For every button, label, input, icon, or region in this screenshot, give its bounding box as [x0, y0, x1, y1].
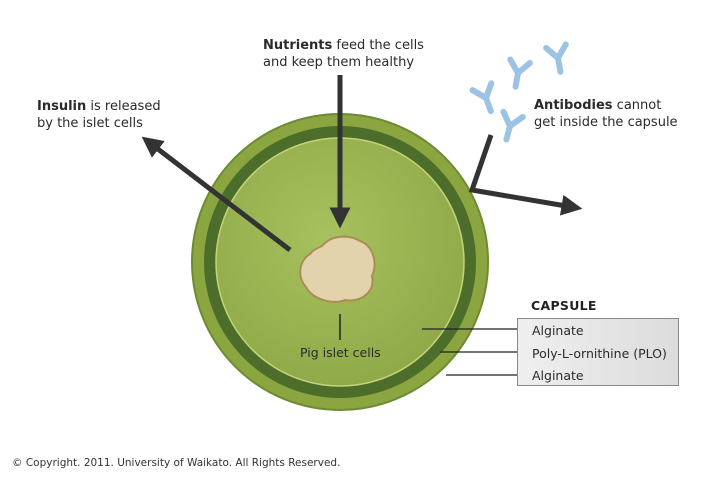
antibody-icon	[543, 41, 569, 75]
antibody-icon	[500, 108, 526, 143]
capsule-legend-box: Alginate Poly-L-ornithine (PLO) Alginate	[517, 318, 679, 386]
antibodies-label: Antibodies cannot get inside the capsule	[534, 97, 678, 131]
islet-cell-cluster	[299, 235, 376, 303]
antibody-icon	[469, 80, 495, 115]
insulin-label-bold: Insulin	[37, 99, 87, 114]
antibodies-label-bold: Antibodies	[534, 98, 613, 113]
nutrients-label-line2: and keep them healthy	[263, 55, 415, 70]
insulin-label: Insulin is released by the islet cells	[37, 98, 161, 132]
antibodies-label-rest: cannot	[612, 98, 662, 113]
antibody-icon	[507, 56, 533, 90]
antibodies-label-line2: get inside the capsule	[534, 115, 678, 130]
antibodies-deflect-arrow	[468, 134, 583, 216]
insulin-label-line2: by the islet cells	[37, 116, 143, 131]
insulin-label-rest: is released	[86, 99, 161, 114]
islet-label: Pig islet cells	[300, 345, 381, 360]
capsule-legend-title: CAPSULE	[531, 298, 597, 313]
legend-item-alginate-inner: Alginate	[532, 323, 584, 338]
nutrients-label: Nutrients feed the cells and keep them h…	[263, 37, 424, 71]
insulin-arrow	[141, 136, 292, 252]
copyright-notice: © Copyright. 2011. University of Waikato…	[12, 457, 341, 469]
nutrients-label-rest: feed the cells	[332, 38, 424, 53]
legend-item-plo: Poly-L-ornithine (PLO)	[532, 346, 667, 361]
nutrients-label-bold: Nutrients	[263, 38, 333, 53]
legend-item-alginate-outer: Alginate	[532, 368, 584, 383]
